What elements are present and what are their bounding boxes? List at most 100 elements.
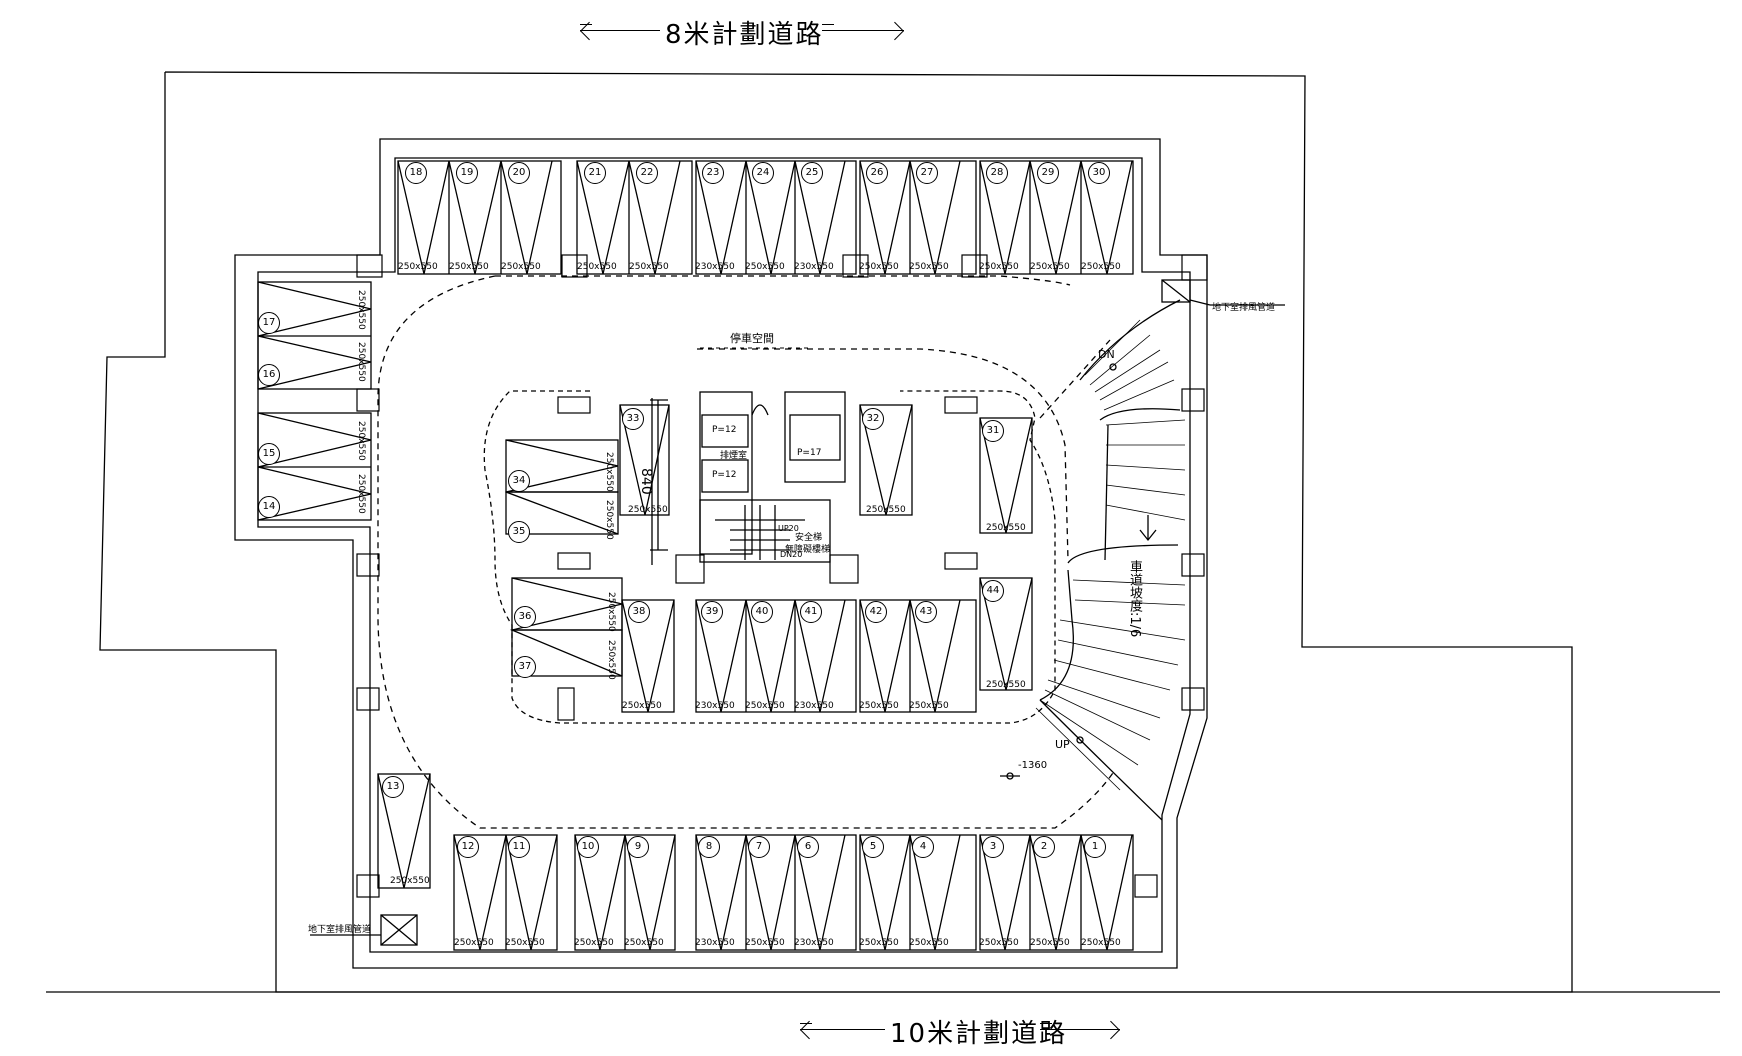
stall-number: 25 <box>801 162 823 184</box>
lot-boundary <box>99 71 1573 993</box>
bottom-road-label: 10米計劃道路 <box>890 1019 1068 1049</box>
stall-dimension: 250x550 <box>1030 262 1070 272</box>
stall-number: 4 <box>912 836 934 858</box>
stall-number: 42 <box>865 601 887 623</box>
stall-number: 30 <box>1088 162 1110 184</box>
stair-label-2: 無障礙樓梯 <box>785 545 831 555</box>
stall-number: 27 <box>916 162 938 184</box>
stall-dimension: 250x550 <box>624 938 664 948</box>
stall-dimension: 250x550 <box>745 262 785 272</box>
stall-number: 41 <box>800 601 822 623</box>
lift-label-2: P=12 <box>712 470 737 480</box>
vent-shaft-tr <box>1161 279 1191 303</box>
stair-label: 安全梯 <box>795 533 823 543</box>
stall-number: 9 <box>627 836 649 858</box>
stall-dimension: 230x550 <box>794 938 834 948</box>
top-row-stalls <box>397 160 1134 275</box>
stall-dimension: 230x550 <box>695 701 735 711</box>
stall-number: 18 <box>405 162 427 184</box>
building-inner-wall <box>257 157 1191 953</box>
stall-number: 35 <box>508 521 530 543</box>
stall-number: 40 <box>751 601 773 623</box>
parking-space-label: 停車空間 <box>730 332 774 345</box>
stall-number: 33 <box>622 408 644 430</box>
lift-label-3: P=17 <box>797 448 822 458</box>
stall-dimension: 250x550 <box>398 262 438 272</box>
center-dashed <box>483 390 1056 724</box>
stall-number: 11 <box>508 836 530 858</box>
stall-dimension: 250x550 <box>356 421 366 461</box>
dn20-label: DN20 <box>780 550 803 559</box>
stall-dimension: 250x550 <box>909 701 949 711</box>
stall-number: 28 <box>986 162 1008 184</box>
stall-number: 38 <box>628 601 650 623</box>
stall-dimension: 250x550 <box>909 262 949 272</box>
stall-dimension: 250x550 <box>986 680 1026 690</box>
top-road-arrow-right <box>822 24 904 31</box>
stall-dimension: 250x550 <box>866 505 906 515</box>
top-road-arrow-left <box>580 24 660 31</box>
stall-dimension: 250x550 <box>501 262 541 272</box>
bottom-road-arrow-left <box>800 1023 885 1030</box>
stall-dimension: 250x550 <box>505 938 545 948</box>
stall-number: 43 <box>915 601 937 623</box>
stall-number: 23 <box>702 162 724 184</box>
stall-dimension: 250x550 <box>454 938 494 948</box>
stall-number: 15 <box>258 443 280 465</box>
stall-number: 10 <box>577 836 599 858</box>
stall-number: 6 <box>797 836 819 858</box>
stall-dimension: 250x550 <box>1081 938 1121 948</box>
bottom-road-arrow-right <box>1040 1023 1120 1030</box>
stall-dimension: 250x550 <box>745 938 785 948</box>
stall-number: 21 <box>584 162 606 184</box>
vent-shaft-bl <box>380 914 418 946</box>
building-outer-wall <box>234 138 1208 969</box>
vent-label-bottom-left: 地下室排風管道 <box>308 925 372 935</box>
stall-dimension: 250x550 <box>859 262 899 272</box>
stall-number: 36 <box>514 606 536 628</box>
stall-number: 29 <box>1037 162 1059 184</box>
stall-number: 26 <box>866 162 888 184</box>
ramp-slope-label: 車道坡度:1/6 <box>1127 560 1142 638</box>
stall-dimension: 250x550 <box>356 290 366 330</box>
stall-number: 16 <box>258 364 280 386</box>
stall-dimension: 250x550 <box>628 505 668 515</box>
stall-dimension: 250x550 <box>909 938 949 948</box>
stall-dimension: 250x550 <box>577 262 617 272</box>
left-column-stalls <box>257 281 372 521</box>
stall-dimension: 250x550 <box>859 701 899 711</box>
stall-number: 44 <box>982 580 1004 602</box>
stall-number: 19 <box>456 162 478 184</box>
stall-dimension: 250x550 <box>390 876 430 886</box>
stall-number: 17 <box>258 312 280 334</box>
top-road-label: 8米計劃道路 <box>665 20 824 50</box>
stall-dimension: 250x550 <box>604 452 614 492</box>
stall-dimension: 250x550 <box>629 262 669 272</box>
stall-number: 37 <box>514 656 536 678</box>
stall-number: 5 <box>862 836 884 858</box>
lift-label-1: P=12 <box>712 425 737 435</box>
stall-number: 14 <box>258 496 280 518</box>
stall-dimension: 250x550 <box>606 592 616 632</box>
stall-dimension: 250x550 <box>859 938 899 948</box>
stall-number: 2 <box>1033 836 1055 858</box>
stall-number: 20 <box>508 162 530 184</box>
stall-dimension: 250x550 <box>622 701 662 711</box>
up-label: UP <box>1055 738 1070 751</box>
stall-number: 1 <box>1084 836 1106 858</box>
dn-label: DN <box>1098 348 1115 361</box>
vent-label-top-right: 地下室排風管道 <box>1212 303 1276 313</box>
stall-dimension: 250x550 <box>356 342 366 382</box>
bottom-row-stalls <box>453 834 1134 951</box>
drive-aisle-dashed <box>377 275 1116 829</box>
dimension-840-label: 840 <box>638 468 654 495</box>
stall-dimension: 230x550 <box>794 262 834 272</box>
stall-dimension: 250x550 <box>449 262 489 272</box>
stall-dimension: 250x550 <box>604 500 614 540</box>
stall-dimension: 230x550 <box>695 262 735 272</box>
stall-dimension: 230x550 <box>695 938 735 948</box>
stall-number: 34 <box>508 470 530 492</box>
stall-number: 24 <box>752 162 774 184</box>
stall-dimension: 250x550 <box>574 938 614 948</box>
